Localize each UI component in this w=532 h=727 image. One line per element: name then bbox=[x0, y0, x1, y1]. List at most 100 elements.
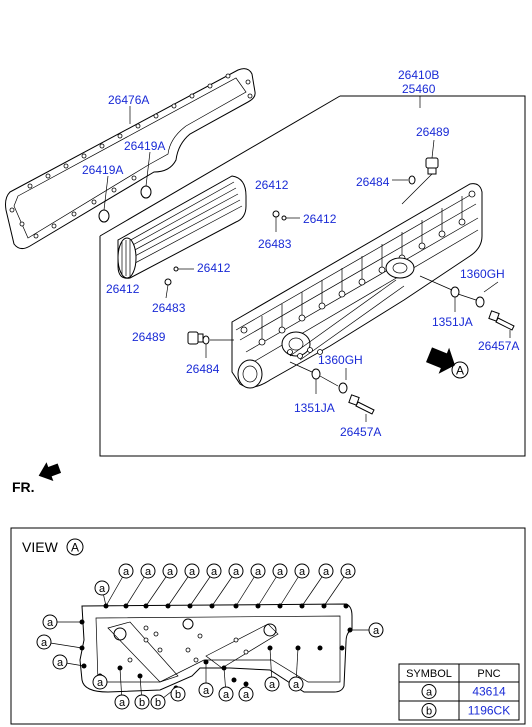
callout-label-a: a bbox=[243, 689, 250, 701]
label-1351ja-right: 1351JA bbox=[432, 315, 473, 329]
bolt-right bbox=[488, 310, 515, 338]
label-26412-upper-a: 26412 bbox=[255, 178, 289, 192]
seals-right bbox=[419, 275, 499, 312]
callout-circle-a bbox=[184, 563, 200, 579]
callout-label-a: a bbox=[345, 566, 352, 578]
label-26489-left: 26489 bbox=[132, 330, 166, 344]
gasket-26419a-small bbox=[98, 185, 152, 223]
label-26483-lower: 26483 bbox=[152, 301, 186, 315]
label-26457a-mid: 26457A bbox=[340, 425, 381, 439]
cooler-housing bbox=[231, 183, 483, 389]
callout-label-a: a bbox=[203, 685, 210, 697]
callout-circle-a bbox=[198, 682, 214, 698]
callout-circle-b bbox=[170, 686, 186, 702]
callout-label-a: a bbox=[223, 689, 230, 701]
assembly-frame bbox=[99, 95, 526, 457]
label-1360gh-mid: 1360GH bbox=[318, 353, 363, 367]
table-header-pnc: PNC bbox=[477, 668, 500, 680]
label-1360gh-right: 1360GH bbox=[460, 267, 505, 281]
callout-label-a: a bbox=[119, 697, 126, 709]
callout-label-a: a bbox=[97, 677, 104, 689]
label-26483-upper: 26483 bbox=[258, 237, 292, 251]
callout-circle-a bbox=[206, 563, 222, 579]
view-a-panel bbox=[10, 527, 526, 725]
view-marker-label: A bbox=[456, 364, 464, 378]
callout-label-a: a bbox=[41, 637, 48, 649]
front-label: FR. bbox=[12, 479, 35, 495]
callout-label-a: a bbox=[269, 679, 276, 691]
callout-label-a: a bbox=[299, 566, 306, 578]
part-number-labels: 26410B 25460 26476A 26419A 26419A 26489 … bbox=[82, 68, 519, 439]
callout-label-b: b bbox=[155, 697, 161, 709]
label-26410b: 26410B bbox=[398, 68, 439, 82]
view-title: VIEW bbox=[22, 539, 59, 555]
table-pnc-a: 43614 bbox=[472, 685, 506, 699]
callout-circle-a bbox=[140, 563, 156, 579]
callout-label-a: a bbox=[293, 679, 300, 691]
callout-label-a: a bbox=[323, 566, 330, 578]
callout-label-a: a bbox=[123, 566, 130, 578]
gasket-26476a bbox=[5, 68, 256, 250]
table-pnc-b: 1196CK bbox=[468, 704, 510, 718]
label-26412-upper-b: 26412 bbox=[303, 212, 337, 226]
label-1351ja-mid: 1351JA bbox=[294, 401, 335, 415]
callout-circle-a bbox=[52, 654, 68, 670]
plug-top bbox=[392, 157, 439, 205]
callout-label-b: b bbox=[139, 697, 145, 709]
symbol-table: SYMBOL PNC a 43614 b 1196CK bbox=[398, 663, 520, 721]
callout-circle-a bbox=[162, 563, 178, 579]
callout-label-a: a bbox=[57, 657, 64, 669]
label-26489-top: 26489 bbox=[416, 125, 450, 139]
oil-cooler-core bbox=[117, 175, 247, 279]
callout-label-b: b bbox=[175, 689, 181, 701]
view-title-marker: A bbox=[71, 541, 79, 555]
label-26412-lower-b: 26412 bbox=[106, 282, 140, 296]
cover-plate-holes bbox=[127, 625, 249, 663]
callout-label-a: a bbox=[167, 566, 174, 578]
cover-plate bbox=[79, 603, 353, 693]
callout-circle-a bbox=[250, 563, 266, 579]
callout-circle-a bbox=[118, 563, 134, 579]
bolt-mid bbox=[348, 394, 375, 422]
callout-circle-a bbox=[318, 563, 334, 579]
callout-circle-b bbox=[150, 694, 166, 710]
callout-label-a: a bbox=[233, 566, 240, 578]
callout-label-a: a bbox=[255, 566, 262, 578]
callout-label-a: a bbox=[211, 566, 218, 578]
callout-circle-a bbox=[368, 622, 384, 638]
leader-lines bbox=[103, 106, 435, 211]
callout-circle-a bbox=[288, 676, 304, 692]
callout-circle-a bbox=[294, 563, 310, 579]
label-26484-top: 26484 bbox=[356, 175, 390, 189]
callout-circle-a bbox=[42, 614, 58, 630]
callout-circle-a bbox=[114, 694, 130, 710]
callout-circle-a bbox=[218, 686, 234, 702]
callout-label-a: a bbox=[99, 583, 106, 595]
callout-label-a: a bbox=[277, 566, 284, 578]
seals-mid bbox=[289, 361, 348, 394]
label-26484-left: 26484 bbox=[186, 362, 220, 376]
callout-label-a: a bbox=[189, 566, 196, 578]
callout-circle-a bbox=[272, 563, 288, 579]
label-26476a: 26476A bbox=[108, 93, 149, 107]
callout-label-a: a bbox=[145, 566, 152, 578]
callout-circle-a bbox=[36, 634, 52, 650]
callout-circle-a bbox=[92, 674, 108, 690]
orings-upper bbox=[164, 210, 300, 299]
front-indicator: FR. bbox=[12, 462, 62, 495]
plug-left bbox=[187, 331, 234, 358]
label-25460: 25460 bbox=[402, 82, 436, 96]
table-symbol-b: b bbox=[426, 706, 432, 718]
callout-label-a: a bbox=[47, 617, 54, 629]
label-26419a-lower: 26419A bbox=[82, 163, 123, 177]
callout-circle-a bbox=[228, 563, 244, 579]
label-26457a-right: 26457A bbox=[478, 339, 519, 353]
callout-label-a: a bbox=[373, 625, 380, 637]
label-26419a-upper: 26419A bbox=[124, 139, 165, 153]
callout-circle-a bbox=[340, 563, 356, 579]
callout-circle-b bbox=[134, 694, 150, 710]
view-title-marker-circle bbox=[66, 538, 84, 556]
callout-circle-a bbox=[238, 686, 254, 702]
